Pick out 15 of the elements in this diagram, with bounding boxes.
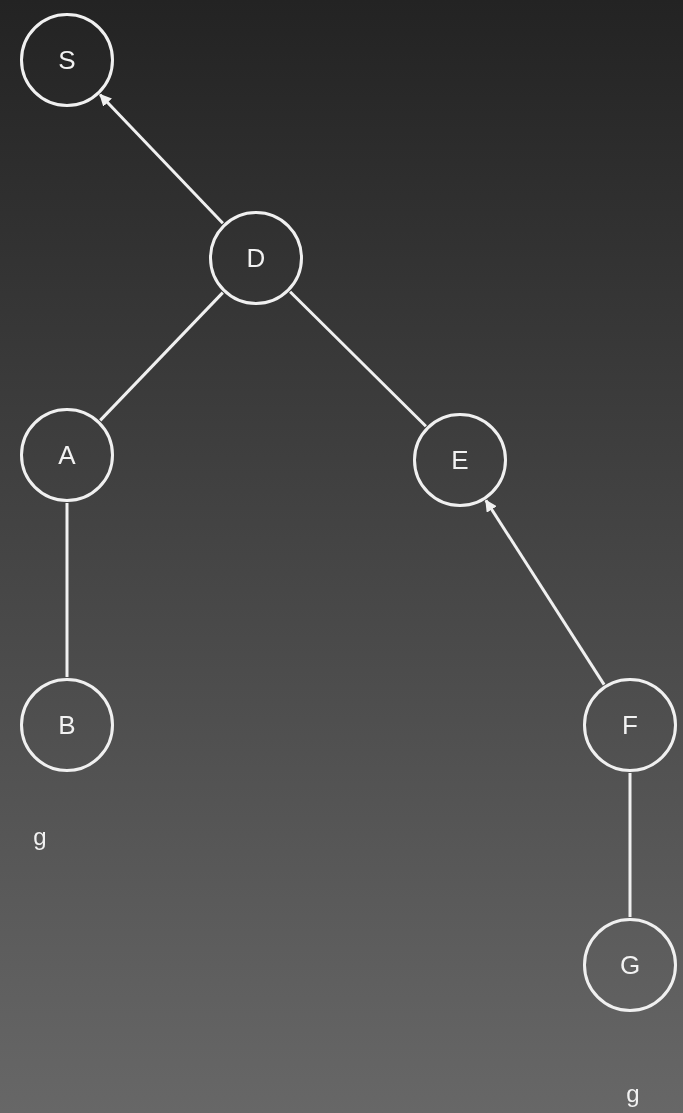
node-label: F [622,708,638,742]
node-label: E [451,443,469,477]
node-annotation: g [33,823,47,851]
node-label: A [58,438,76,472]
node-label: G [619,948,641,982]
connector-line [628,773,632,917]
node-label: B [58,708,76,742]
connector-line [289,290,427,428]
arrow [484,499,606,686]
connector-line [99,291,224,422]
connector-line [65,503,69,677]
node-label: D [246,241,266,275]
node-annotation: g [626,1080,640,1108]
node-label: S [58,43,76,77]
arrow [99,93,224,225]
